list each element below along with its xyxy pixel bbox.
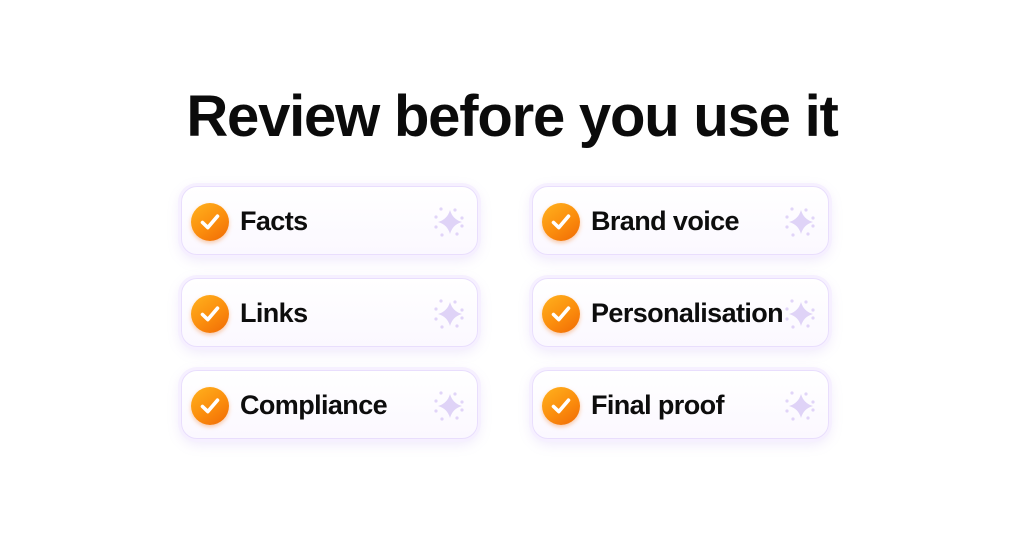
- check-circle-icon: [191, 295, 229, 333]
- checklist-item-compliance: Compliance: [181, 370, 478, 439]
- checklist-grid: Facts Brand voice Links Personalisation …: [181, 186, 829, 439]
- checklist-item-label: Links: [240, 298, 308, 328]
- sparkle-icon: [434, 391, 464, 421]
- checklist-item-label: Brand voice: [591, 206, 740, 236]
- checklist-item-personalisation: Personalisation: [532, 278, 829, 347]
- checklist-item-label: Compliance: [240, 390, 388, 420]
- checklist-item-final-proof: Final proof: [532, 370, 829, 439]
- checklist-item-facts: Facts: [181, 186, 478, 255]
- sparkle-icon: [785, 299, 815, 329]
- sparkle-icon: [785, 207, 815, 237]
- checklist-item-brand-voice: Brand voice: [532, 186, 829, 255]
- check-circle-icon: [542, 295, 580, 333]
- sparkle-icon: [785, 391, 815, 421]
- check-circle-icon: [542, 387, 580, 425]
- check-circle-icon: [191, 203, 229, 241]
- check-circle-icon: [191, 387, 229, 425]
- sparkle-icon: [434, 207, 464, 237]
- checklist-item-label: Final proof: [591, 390, 724, 420]
- page-title: Review before you use it: [186, 84, 838, 149]
- checklist-item-label: Facts: [240, 206, 308, 236]
- checklist-item-links: Links: [181, 278, 478, 347]
- sparkle-icon: [434, 299, 464, 329]
- checklist-item-label: Personalisation: [591, 298, 784, 328]
- check-circle-icon: [542, 203, 580, 241]
